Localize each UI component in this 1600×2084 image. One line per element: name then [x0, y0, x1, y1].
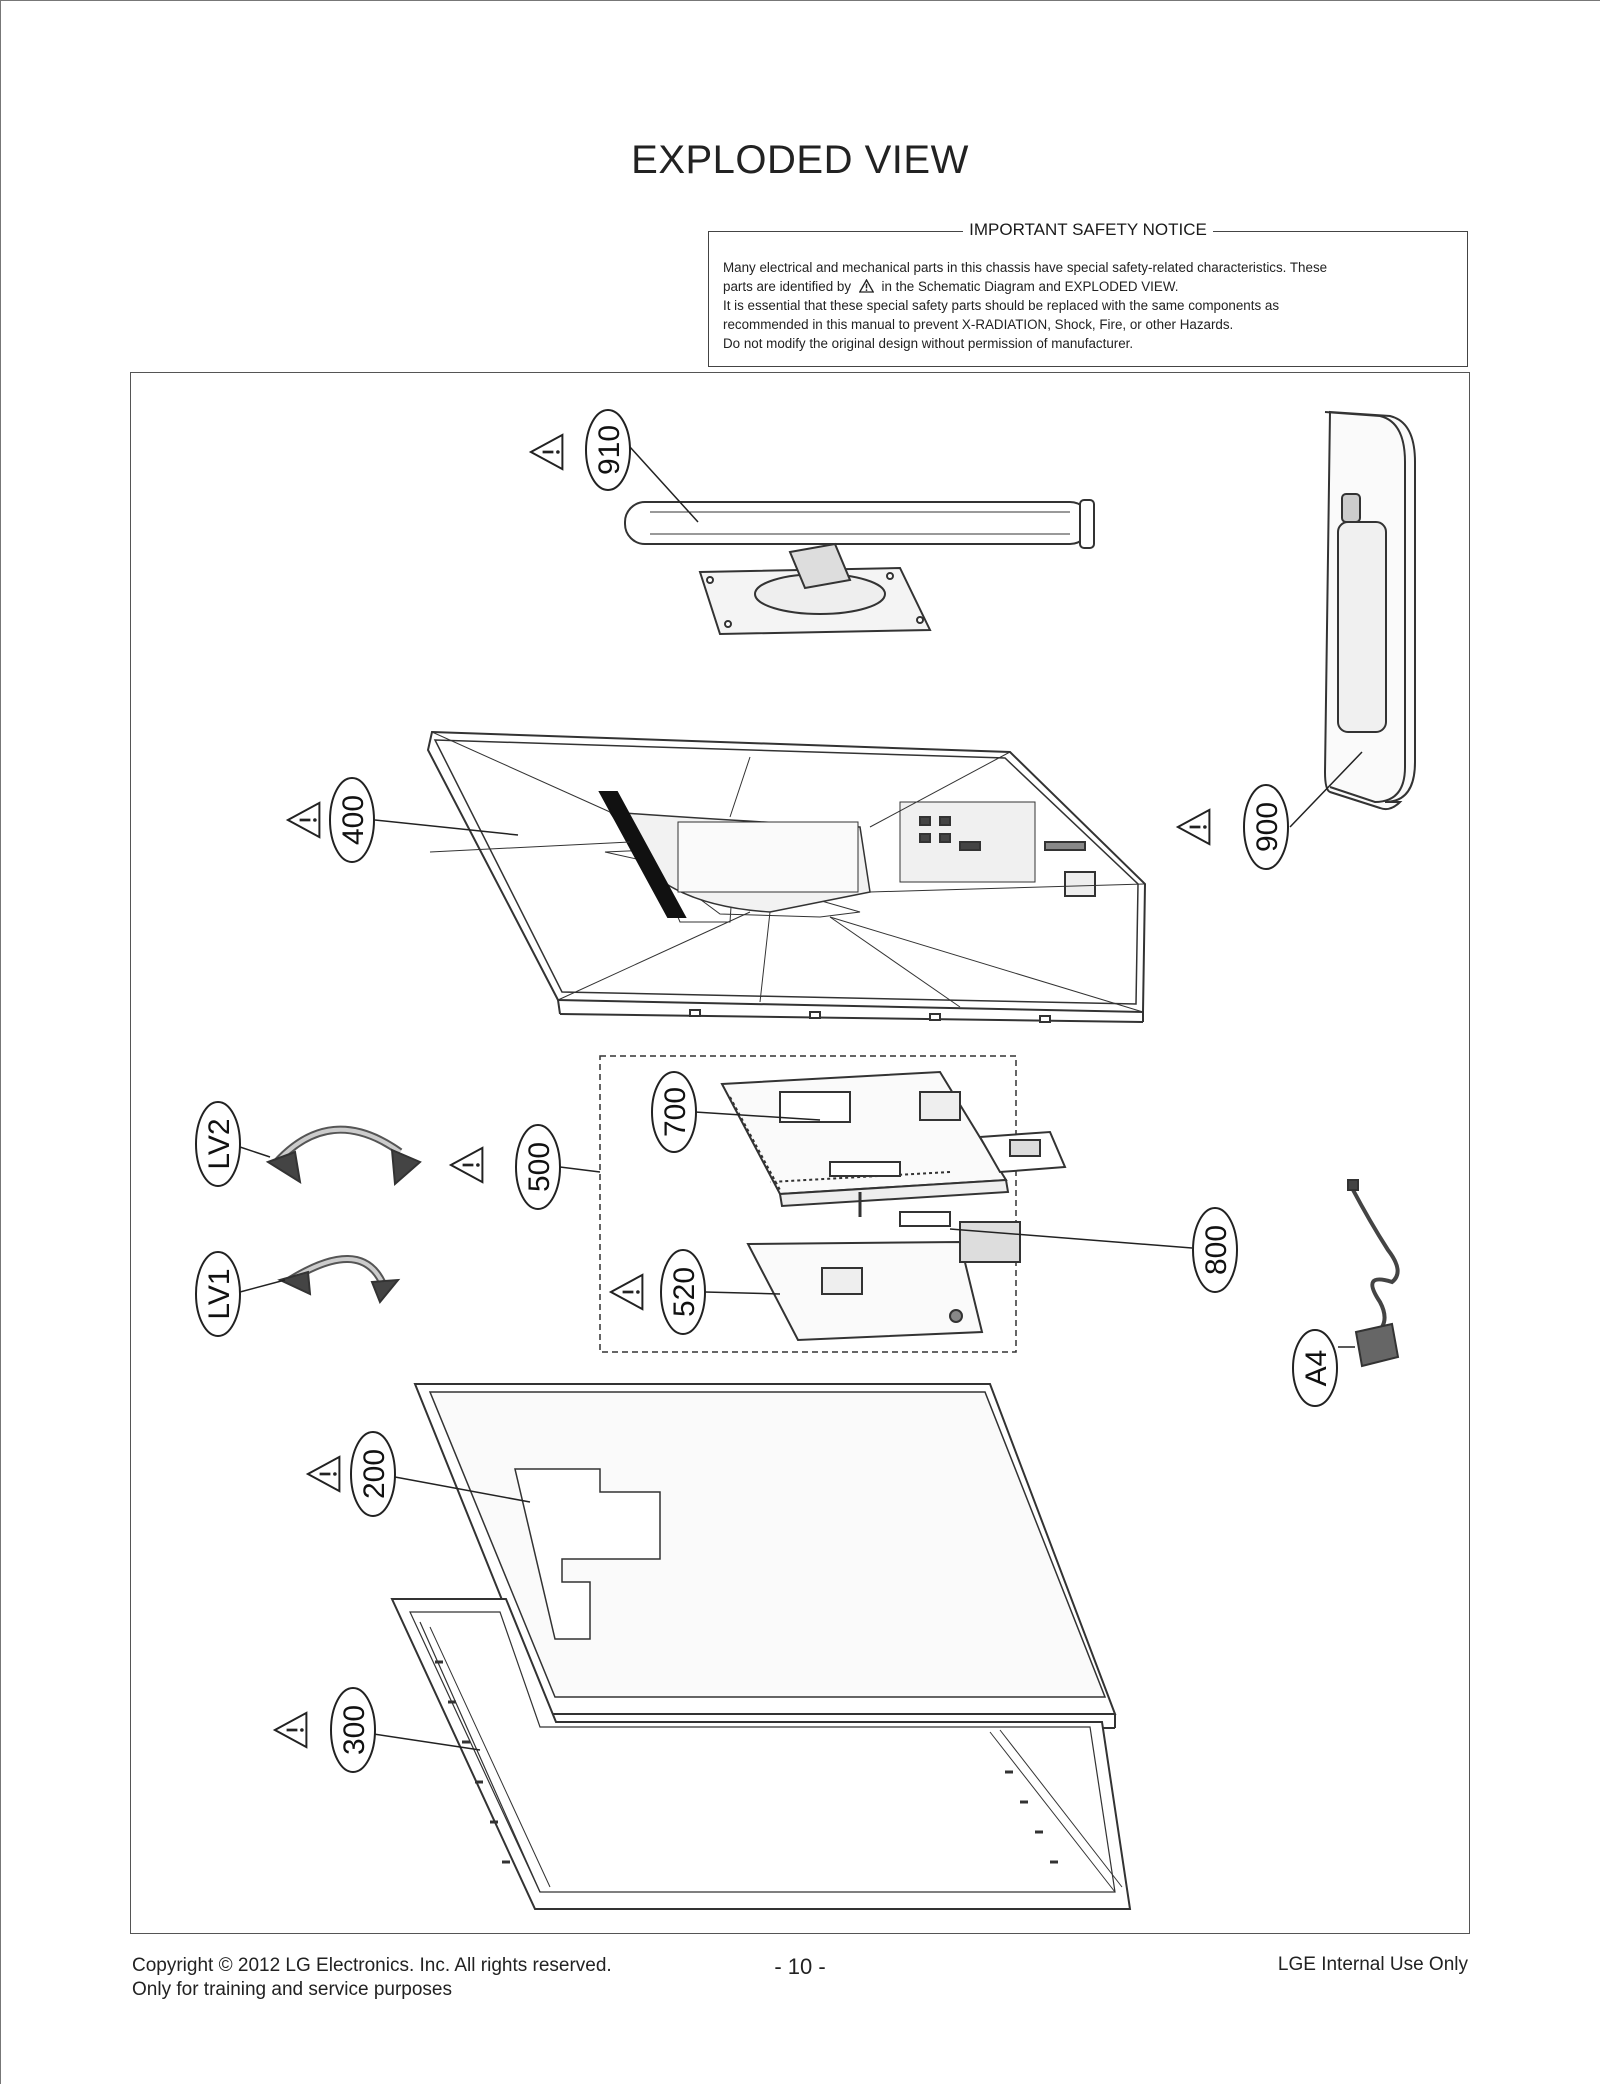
- callout-LV1: LV1: [195, 1251, 241, 1337]
- warning-triangle-icon: [529, 433, 564, 471]
- warning-triangle-icon: [306, 1455, 341, 1493]
- callout-500: 500: [449, 1124, 561, 1210]
- warning-triangle-icon: [1176, 808, 1211, 846]
- callout-900: 900: [1176, 784, 1289, 870]
- notice-line: Do not modify the original design withou…: [723, 336, 1134, 351]
- notice-line-part: parts are identified by: [723, 279, 852, 294]
- cable-part-LV2: [265, 1125, 422, 1187]
- cable-part-LV1: [277, 1255, 401, 1304]
- back-cover-part-400: [426, 730, 1147, 1023]
- footer-copyright: Copyright © 2012 LG Electronics. Inc. Al…: [132, 1954, 612, 2002]
- callout-400: 400: [286, 777, 375, 863]
- notice-line: It is essential that these special safet…: [723, 298, 1280, 313]
- callout-label: 700: [659, 1087, 692, 1137]
- purpose-text: Only for training and service purposes: [132, 1979, 452, 2000]
- safety-notice-body: Many electrical and mechanical parts in …: [723, 258, 1453, 353]
- callout-700: 700: [651, 1071, 697, 1153]
- callout-label: A4: [1300, 1350, 1333, 1387]
- callout-label: 500: [523, 1142, 556, 1192]
- callout-label: 520: [668, 1267, 701, 1317]
- safety-notice-title-text: IMPORTANT SAFETY NOTICE: [963, 220, 1213, 239]
- callout-520: 520: [609, 1249, 706, 1335]
- exploded-view-diagram: 910 900 400 700 500 520 800 LV2 LV1 A4: [195, 409, 1416, 1910]
- leader-lines: [239, 446, 1363, 1751]
- callout-label: 200: [358, 1449, 391, 1499]
- callout-A4: A4: [1292, 1329, 1338, 1407]
- copyright-text: Copyright © 2012 LG Electronics. Inc. Al…: [132, 1955, 612, 1976]
- main-board-assembly-box-500: [599, 1055, 1017, 1353]
- callout-label: LV1: [203, 1268, 236, 1319]
- panel-part-200: [413, 1383, 1117, 1729]
- callout-910: 910: [529, 409, 631, 491]
- callout-300: 300: [273, 1687, 376, 1773]
- warning-triangle-icon: [273, 1711, 308, 1749]
- warning-triangle-icon: [286, 801, 321, 839]
- warning-triangle-icon: [449, 1146, 484, 1184]
- adapter-part-A4: [1347, 1179, 1400, 1368]
- callout-label: 800: [1200, 1225, 1233, 1275]
- main-board-part-520: [746, 1192, 1021, 1342]
- page-border: [0, 0, 1, 2084]
- safety-notice-box: IMPORTANT SAFETY NOTICE Many electrical …: [708, 220, 1468, 367]
- callout-200: 200: [306, 1431, 396, 1517]
- shield-part-700: [720, 1070, 1067, 1208]
- warning-triangle-icon: [858, 279, 874, 293]
- warning-triangle-icon: [609, 1273, 644, 1311]
- callout-label: 300: [338, 1705, 371, 1755]
- exploded-view-frame: [130, 372, 1470, 1934]
- stand-body-part-900: [1323, 410, 1416, 811]
- callout-label: 910: [593, 425, 626, 475]
- safety-notice-title: IMPORTANT SAFETY NOTICE: [709, 220, 1467, 240]
- page-border: [0, 0, 1600, 1]
- callout-800: 800: [1192, 1207, 1238, 1293]
- notice-line: parts are identified by in the Schematic…: [723, 277, 1453, 296]
- callout-label: 400: [337, 795, 370, 845]
- callout-label: 900: [1251, 802, 1284, 852]
- stand-base-part-910: [624, 499, 1095, 636]
- front-bezel-part-300: [390, 1598, 1132, 1910]
- internal-use-label: LGE Internal Use Only: [1277, 1954, 1468, 1975]
- callout-LV2: LV2: [195, 1101, 241, 1187]
- page-title: EXPLODED VIEW: [631, 138, 969, 182]
- callout-label: LV2: [203, 1118, 236, 1169]
- notice-line: recommended in this manual to prevent X-…: [723, 317, 1234, 332]
- notice-line-part: in the Schematic Diagram and EXPLODED VI…: [881, 279, 1179, 294]
- page-number: - 10 -: [774, 1954, 826, 1979]
- notice-line: Many electrical and mechanical parts in …: [723, 260, 1328, 275]
